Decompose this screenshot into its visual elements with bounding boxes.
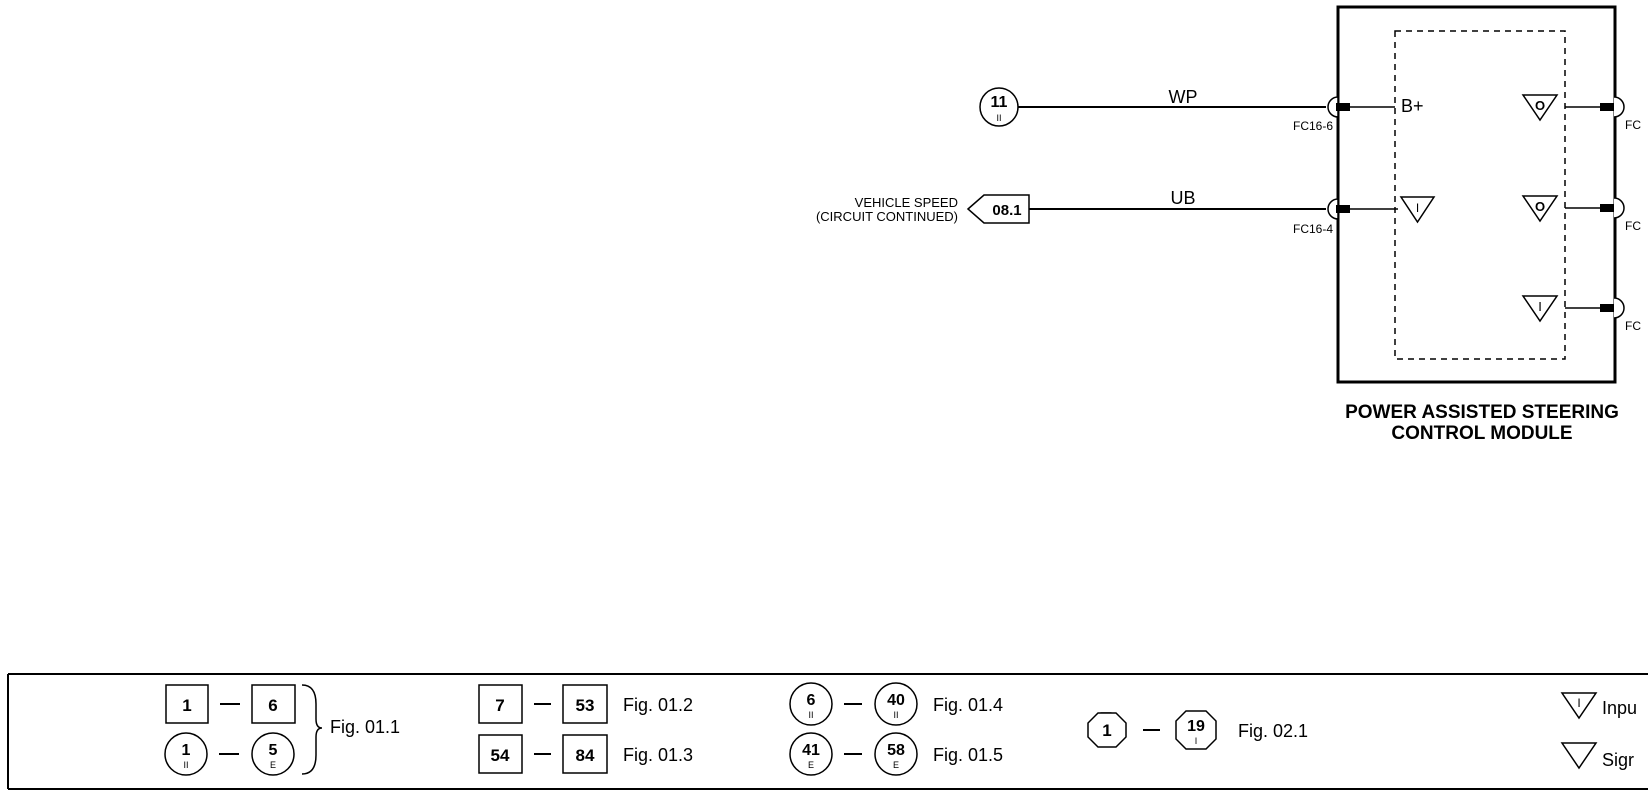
legend-fig-01-2: Fig. 01.2 (623, 695, 693, 715)
svg-text:1: 1 (1102, 721, 1111, 740)
right-pin-3-symbol: I (1538, 299, 1542, 314)
svg-text:II: II (183, 760, 188, 770)
svg-text:I: I (1416, 201, 1419, 215)
right-pin-2-connector: FC (1625, 219, 1641, 233)
svg-text:7: 7 (495, 696, 504, 715)
svg-text:I: I (1577, 696, 1580, 710)
legend-signal-symbol: Sigr (1560, 742, 1634, 770)
ref-arrow-08-1: 08.1 (966, 194, 1030, 224)
source-sub: II (996, 113, 1001, 123)
svg-text:1: 1 (182, 696, 191, 715)
legend-input-text: Inpu (1602, 698, 1637, 718)
source-circle-11: 11 II (979, 87, 1019, 127)
legend-group-2: 7 53 Fig. 01.2 54 84 Fig. 01.3 (478, 684, 693, 774)
ref-label: 08.1 (992, 202, 1021, 219)
module-title-line1: POWER ASSISTED STEERING (1345, 402, 1619, 423)
connector-fc16-6 (1327, 96, 1395, 118)
module-title-line2: CONTROL MODULE (1391, 423, 1572, 444)
connector-label-fc16-4: FC16-4 (1293, 222, 1333, 236)
legend-fig-01-5: Fig. 01.5 (933, 745, 1003, 765)
right-pin-1: O FC (1521, 94, 1641, 132)
svg-text:54: 54 (491, 746, 510, 765)
svg-text:E: E (808, 760, 814, 770)
right-pin-3-connector: FC (1625, 319, 1641, 333)
svg-text:58: 58 (887, 742, 905, 759)
svg-text:I: I (1195, 736, 1198, 746)
pin-label-b-plus: B+ (1401, 96, 1424, 116)
vehicle-speed-caption-1: VEHICLE SPEED (855, 195, 958, 210)
right-pin-2-symbol: O (1535, 199, 1545, 214)
svg-text:E: E (270, 760, 276, 770)
connector-label-fc16-6: FC16-6 (1293, 119, 1333, 133)
svg-text:6: 6 (268, 696, 277, 715)
svg-text:E: E (893, 760, 899, 770)
legend-fig-02-1: Fig. 02.1 (1238, 721, 1308, 741)
svg-text:84: 84 (576, 746, 595, 765)
svg-text:53: 53 (576, 696, 595, 715)
svg-text:II: II (808, 710, 813, 720)
legend-fig-01-1: Fig. 01.1 (330, 717, 400, 737)
legend-fig-01-3: Fig. 01.3 (623, 745, 693, 765)
legend-group-4: 1 19 I Fig. 02.1 (1087, 710, 1308, 750)
ub-label: UB (1170, 188, 1195, 208)
wire-ub: VEHICLE SPEED (CIRCUIT CONTINUED) 08.1 U… (816, 188, 1436, 236)
legend-fig-01-4: Fig. 01.4 (933, 695, 1003, 715)
wire-wp: 11 II WP FC16-6 B+ (979, 87, 1424, 133)
source-number: 11 (991, 94, 1008, 111)
connector-fc16-4 (1327, 198, 1398, 220)
right-pin-2: O FC (1521, 195, 1641, 233)
legend-signal-text: Sigr (1602, 750, 1634, 770)
legend-group-1: 1 6 1 II 5 E Fig. 01.1 (164, 684, 400, 776)
legend-group-3: 6 II 40 II Fig. 01.4 41 E 58 E Fig. 01.5 (789, 682, 1003, 776)
svg-text:1: 1 (182, 742, 191, 759)
right-pin-3: I FC (1521, 295, 1641, 333)
svg-text:41: 41 (802, 742, 820, 759)
module-internal-boundary (1394, 30, 1566, 360)
control-module: POWER ASSISTED STEERING CONTROL MODULE (1336, 5, 1619, 444)
legend-panel: 1 6 1 II 5 E Fig. 01.1 7 53 Fig. 01.2 54 (7, 673, 1648, 790)
module-outline (1336, 5, 1617, 384)
wp-label: WP (1169, 87, 1198, 107)
svg-text:19: 19 (1187, 718, 1205, 735)
right-pin-1-connector: FC (1625, 118, 1641, 132)
right-pin-1-symbol: O (1535, 98, 1545, 113)
input-triangle-icon: I (1399, 196, 1436, 224)
svg-text:6: 6 (807, 692, 816, 709)
svg-text:II: II (893, 710, 898, 720)
legend-input-symbol: I Inpu (1560, 692, 1637, 720)
vehicle-speed-caption-2: (CIRCUIT CONTINUED) (816, 209, 958, 224)
svg-text:5: 5 (269, 742, 278, 759)
svg-text:40: 40 (887, 692, 905, 709)
